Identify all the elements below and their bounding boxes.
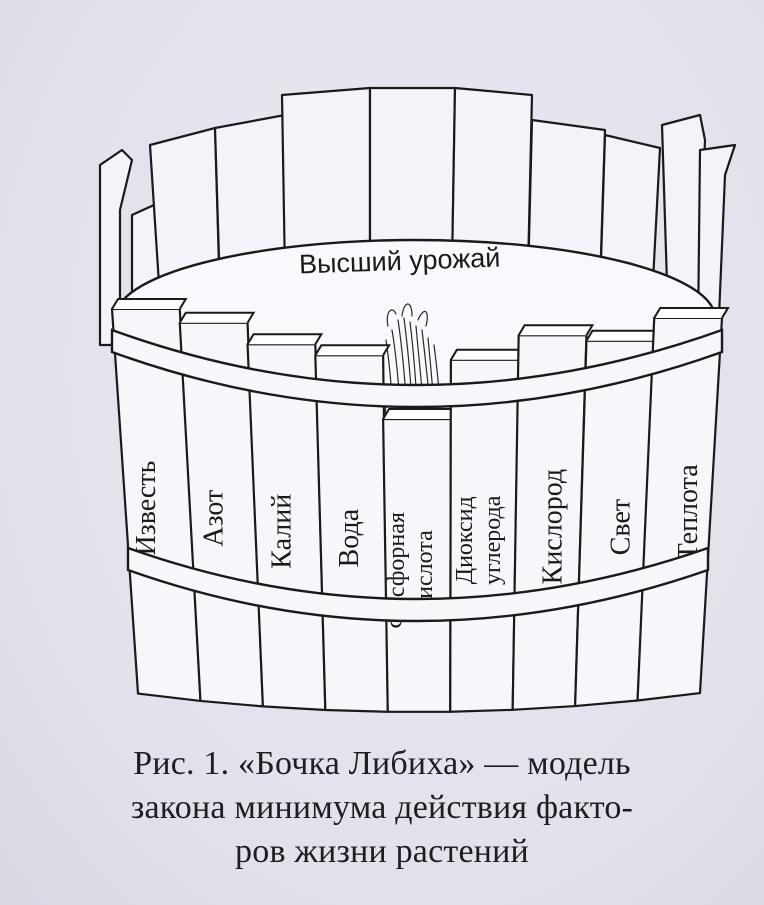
lower-hoop: [126, 546, 710, 623]
stave-top-edge: [178, 311, 256, 324]
stave-label: Теплота: [673, 464, 704, 561]
stave-top-edge: [585, 329, 662, 342]
stave-2: Азот: [178, 311, 264, 708]
caption-line-2: закона минимума действия факто-: [130, 789, 634, 826]
stave-top-edge: [517, 324, 595, 336]
stave-top-edge: [382, 408, 459, 420]
stave-label: кислота: [412, 530, 438, 611]
stave-label: Известь: [131, 461, 162, 556]
stave-label: Вода: [334, 508, 365, 567]
caption-line-3: ров жизни растений: [235, 833, 529, 870]
rim-label-group: Высший урожай: [299, 243, 501, 280]
stave-9: Теплота: [636, 306, 730, 702]
stave-label: Свет: [605, 499, 636, 555]
stave-7: Кислород: [511, 324, 595, 711]
stave-top-edge: [653, 306, 730, 319]
stave-top-edge: [314, 344, 391, 356]
stave-label: Азот: [199, 490, 230, 547]
stave-top-edge: [111, 297, 188, 310]
stave-top-edge: [246, 333, 324, 345]
stave-label: Диоксид: [452, 496, 478, 584]
figure-caption: Рис. 1. «Бочка Либиха» — модель закона м…: [0, 742, 764, 874]
rim-label: Высший урожай: [299, 243, 501, 280]
stave-top-edge: [450, 348, 527, 361]
barrel-hoops: [110, 328, 724, 623]
stave-label: Калий: [266, 494, 297, 569]
stave-label: Кислород: [538, 469, 569, 585]
upper-hoop: [110, 328, 724, 409]
caption-line-1: Рис. 1. «Бочка Либиха» — модель: [133, 745, 631, 782]
stave-1: Известь: [110, 297, 202, 703]
stave-label: углерода: [480, 495, 506, 585]
